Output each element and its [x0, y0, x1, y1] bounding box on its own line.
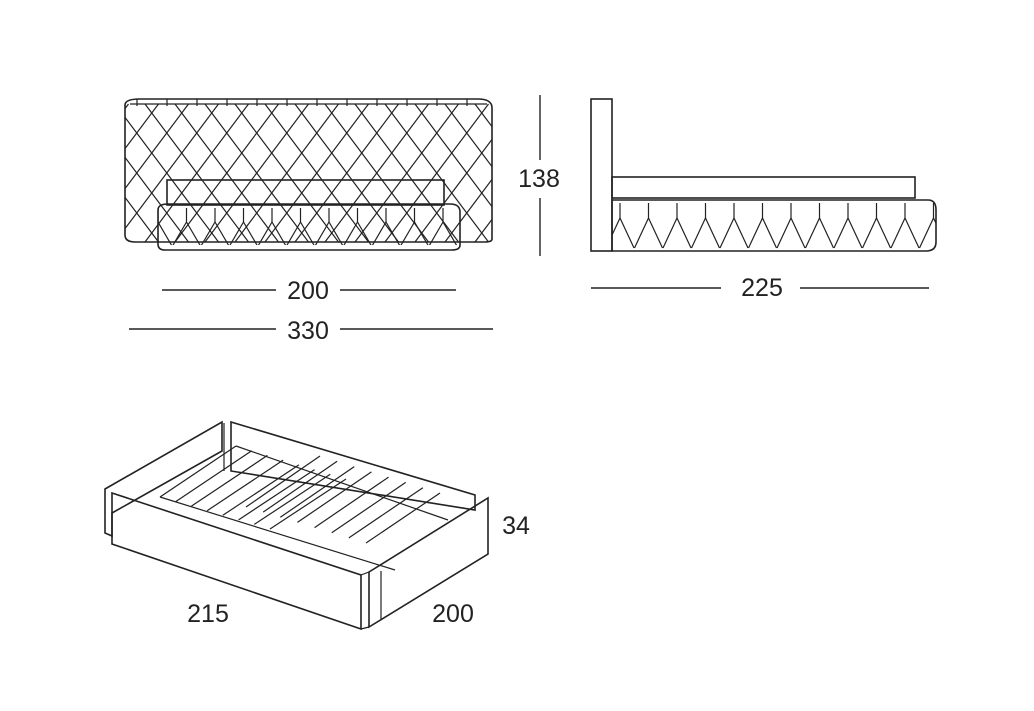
bed-frame-isometric [104, 420, 489, 631]
frame-back-panel [230, 420, 476, 511]
front-view [124, 98, 493, 251]
dimension-side-length: 225 [591, 274, 929, 302]
side-view [590, 98, 937, 252]
label-side-length: 225 [741, 274, 783, 302]
mattress [166, 179, 445, 206]
headboard-outline [124, 98, 493, 243]
label-frame-width: 200 [432, 600, 474, 628]
label-headboard-height: 138 [518, 165, 560, 193]
side-mattress [611, 176, 916, 199]
frame-front-panel [111, 491, 362, 631]
label-front-inner-width: 200 [287, 277, 329, 305]
side-headboard [590, 98, 613, 252]
dimension-front-inner-width: 200 [162, 277, 456, 305]
side-base-tufting [612, 203, 936, 249]
frame-right-panel [368, 496, 489, 629]
label-frame-length: 215 [187, 600, 229, 628]
label-front-total-width: 330 [287, 317, 329, 345]
base-tufting [158, 208, 458, 245]
label-frame-height: 34 [502, 512, 530, 540]
side-base [611, 199, 937, 252]
dimension-front-total-width: 330 [129, 317, 493, 345]
bed-base-front [157, 203, 461, 251]
headboard-tufting [125, 99, 492, 242]
frame-slats [159, 445, 449, 571]
dimension-headboard-height: 138 [518, 95, 560, 256]
frame-left-panel [104, 420, 223, 538]
